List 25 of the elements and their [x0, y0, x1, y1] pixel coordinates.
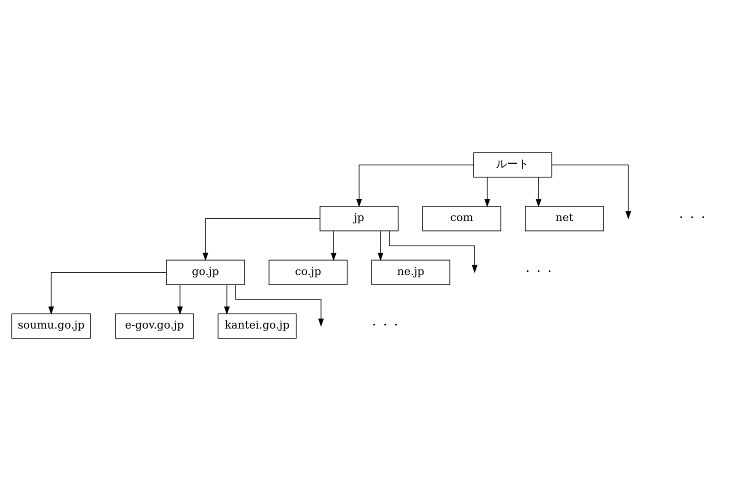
- node-box: go.jp: [166, 259, 245, 284]
- arrow: [536, 176, 542, 207]
- arrow: [224, 284, 230, 314]
- label: ・・・: [676, 210, 709, 224]
- arrow: [356, 164, 474, 207]
- arrow: [484, 176, 490, 207]
- node-box: e-gov.go.jp: [115, 312, 194, 338]
- node-box: ne.jp: [371, 259, 450, 284]
- node-box: jp: [320, 206, 399, 231]
- node-box: net: [524, 206, 604, 231]
- node-box: com: [422, 206, 502, 231]
- arrow: [48, 272, 167, 314]
- label: ・・・: [522, 264, 556, 278]
- arrow: [552, 164, 632, 219]
- arrow: [202, 218, 320, 260]
- node-box: co.jp: [268, 259, 348, 284]
- arrow: [389, 230, 478, 273]
- arrow: [235, 284, 324, 326]
- node-box: soumu.go.jp: [11, 312, 91, 338]
- arrow: [177, 284, 183, 314]
- node-box: kantei.go.jp: [218, 312, 297, 338]
- label: ・・・: [368, 318, 402, 332]
- arrow: [330, 230, 336, 260]
- arrow: [378, 230, 384, 260]
- node-box: ルート: [473, 152, 552, 178]
